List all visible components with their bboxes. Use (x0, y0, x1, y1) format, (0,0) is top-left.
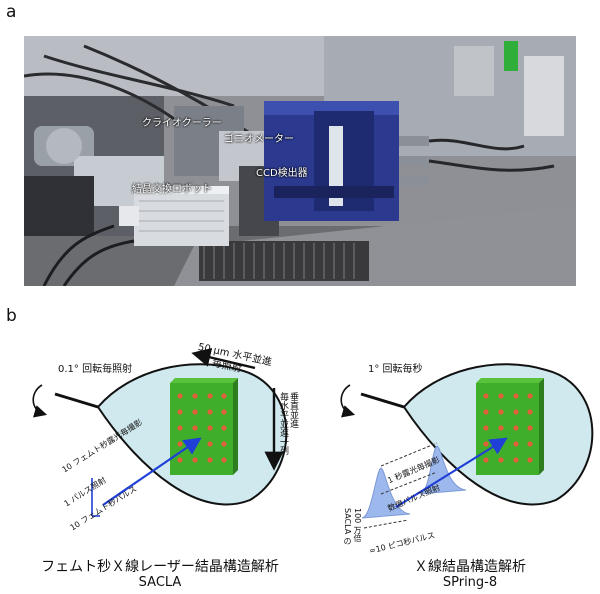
right-bracket-mid (380, 471, 438, 495)
right-pulse-2 (419, 445, 467, 495)
panel-b-label: b (6, 306, 17, 326)
right-loop-stem (360, 392, 405, 409)
right-rotation-arrow (340, 384, 356, 418)
left-horizontal-arrow (191, 347, 256, 370)
right-vertical-label-b: 100 万倍 (353, 508, 362, 542)
left-xray-beam (102, 437, 202, 506)
panel-a-label: a (6, 2, 17, 22)
left-crystal-top (170, 378, 238, 383)
right-caption-ja: Ｘ線結晶構造解析 (414, 559, 526, 575)
right-crystal-top (476, 378, 544, 383)
right-rotation-label: 1° 回転毎秒 (368, 364, 423, 375)
right-vertical-label-a: SACLA の (343, 508, 352, 545)
right-bracket-top (380, 442, 438, 467)
label-cryocooler: クライオクーラー (142, 118, 222, 129)
left-rotation-label: 0.1° 回転毎照射 (58, 364, 133, 375)
left-caption-ja: フェムト秒Ｘ線レーザー結晶構造解析 (41, 559, 279, 575)
right-pulse-1 (361, 467, 411, 519)
right-xray-beam (395, 437, 508, 508)
left-caption-en: SACLA (138, 575, 182, 590)
right-caption-en: SPring-8 (442, 575, 498, 590)
instrument-photo-drawing (24, 36, 576, 286)
left-vertical-label-2: 毎水平並進一列 (278, 392, 288, 455)
right-bracket-bottom (363, 519, 409, 529)
left-vertical-label-1: 垂直並進 (288, 392, 298, 428)
left-crystal-side (233, 378, 238, 475)
label-diffractometer: ゴニオメーター (224, 134, 294, 145)
right-crystal-side (539, 378, 544, 475)
label-ccd-detector: CCD検出器 (256, 168, 308, 179)
left-rotation-arrow (32, 384, 48, 418)
instrument-photo: クライオクーラー ゴニオメーター CCD検出器 結晶交換ロボット (24, 36, 576, 286)
left-loop-stem (54, 392, 99, 409)
label-robot: 結晶交換ロボット (132, 184, 212, 195)
